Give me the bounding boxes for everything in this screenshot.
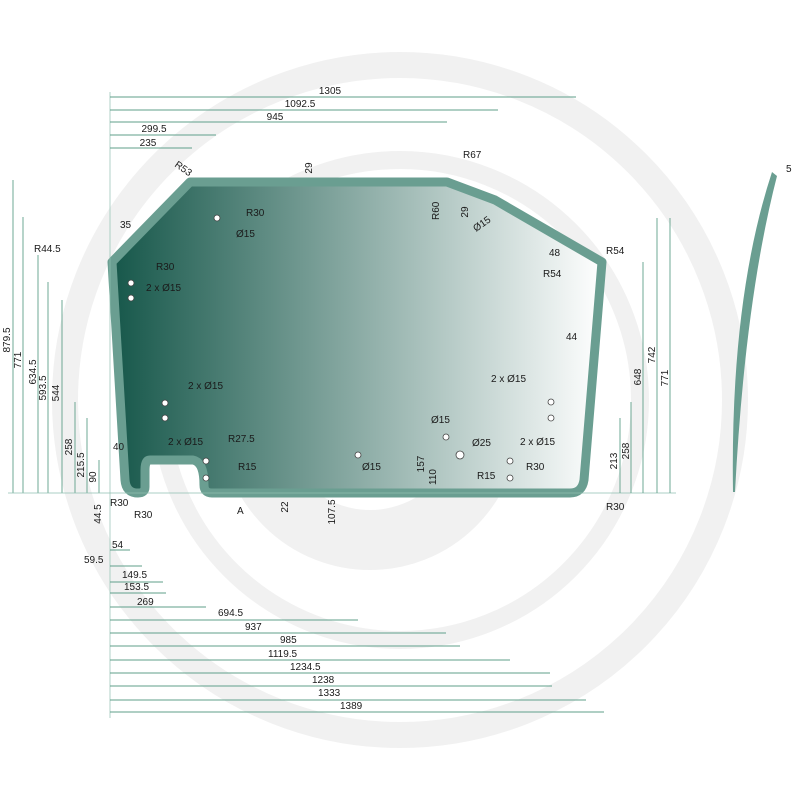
dim-top-0: 1305 xyxy=(319,86,342,97)
radius-11: R30 xyxy=(526,462,545,473)
radius-5: R30 xyxy=(156,262,175,273)
radius-2: R60 xyxy=(431,201,442,220)
dim-inner-3: 107.5 xyxy=(327,499,338,524)
dim-edge-2: 44 xyxy=(566,332,578,343)
dim-bottom-9: 1234.5 xyxy=(290,662,321,673)
dim-left-5: 258 xyxy=(64,438,75,455)
dim-left-6: 215.5 xyxy=(76,452,87,477)
dim-left-8: 44.5 xyxy=(93,504,104,524)
mounting-holes xyxy=(127,214,555,482)
hole-8: Ø25 xyxy=(472,438,491,449)
radius-14: R30 xyxy=(606,502,625,513)
dim-left-0: 879.5 xyxy=(2,327,13,352)
dim-bottom-8: 1119.5 xyxy=(268,649,298,660)
dim-left-2: 634.5 xyxy=(28,359,39,384)
hole-4: 2 x Ø15 xyxy=(168,437,203,448)
dim-bottom-4: 269 xyxy=(137,597,154,608)
dim-top-2: 945 xyxy=(267,112,284,123)
hole-3: 2 x Ø15 xyxy=(188,381,223,392)
dim-right-4: 213 xyxy=(609,452,620,469)
dim-edge-0: 35 xyxy=(120,220,132,231)
dimension-lines xyxy=(8,92,676,718)
radius-1: R67 xyxy=(463,150,482,161)
radius-0: R53 xyxy=(172,159,194,179)
radius-9: R15 xyxy=(238,462,257,473)
dim-right-1: 771 xyxy=(660,369,671,386)
dim-right-0: 742 xyxy=(647,346,658,363)
radius-3: R30 xyxy=(246,208,265,219)
dim-edge-3: 48 xyxy=(549,248,561,259)
dim-right-3: 258 xyxy=(621,442,632,459)
radius-10: R15 xyxy=(477,471,496,482)
dim-left-1: 771 xyxy=(13,351,24,368)
dim-bottom-0: 54 xyxy=(112,540,124,551)
dim-inner-4: 157 xyxy=(416,455,427,472)
view-marker-a: A xyxy=(237,506,244,517)
dim-bottom-5: 694.5 xyxy=(218,608,243,619)
dim-inner-0: 29 xyxy=(304,162,315,174)
dim-top-4: 235 xyxy=(140,138,157,149)
dim-bottom-7: 985 xyxy=(280,635,297,646)
dim-bottom-11: 1333 xyxy=(318,688,341,699)
radius-12: R30 xyxy=(110,498,129,509)
hole-9: 2 x Ø15 xyxy=(520,437,555,448)
dim-edge-1: 40 xyxy=(113,442,125,453)
dim-bottom-10: 1238 xyxy=(312,675,335,686)
dim-top-1: 1092.5 xyxy=(285,99,316,110)
radius-7: R54 xyxy=(543,269,562,280)
dim-inner-1: 29 xyxy=(460,206,471,218)
dim-left-7: 90 xyxy=(88,471,99,483)
hole-2: 2 x Ø15 xyxy=(146,283,181,294)
radius-13: R30 xyxy=(134,510,153,521)
radius-8: R27.5 xyxy=(228,434,255,445)
hole-7: Ø15 xyxy=(362,462,381,473)
hole-0: Ø15 xyxy=(236,229,255,240)
radius-6: R54 xyxy=(606,246,625,257)
dim-top-3: 299.5 xyxy=(141,124,166,135)
dim-inner-5: 110 xyxy=(428,469,439,485)
radius-4: R44.5 xyxy=(34,244,61,255)
dim-bottom-12: 1389 xyxy=(340,701,363,712)
dim-bottom-6: 937 xyxy=(245,622,262,633)
dim-right-2: 648 xyxy=(633,368,644,385)
hole-5: 2 x Ø15 xyxy=(491,374,526,385)
dim-left-4: 544 xyxy=(51,384,62,401)
hole-6: Ø15 xyxy=(431,415,450,426)
dim-inner-2: 22 xyxy=(280,501,291,513)
dim-left-3: 593.5 xyxy=(38,375,49,400)
side-profile-view xyxy=(732,172,777,492)
dim-side-0: 5 xyxy=(786,164,792,175)
dim-bottom-2: 149.5 xyxy=(122,570,147,581)
dim-bottom-3: 153.5 xyxy=(124,582,149,593)
dim-bottom-1: 59.5 xyxy=(84,555,104,566)
